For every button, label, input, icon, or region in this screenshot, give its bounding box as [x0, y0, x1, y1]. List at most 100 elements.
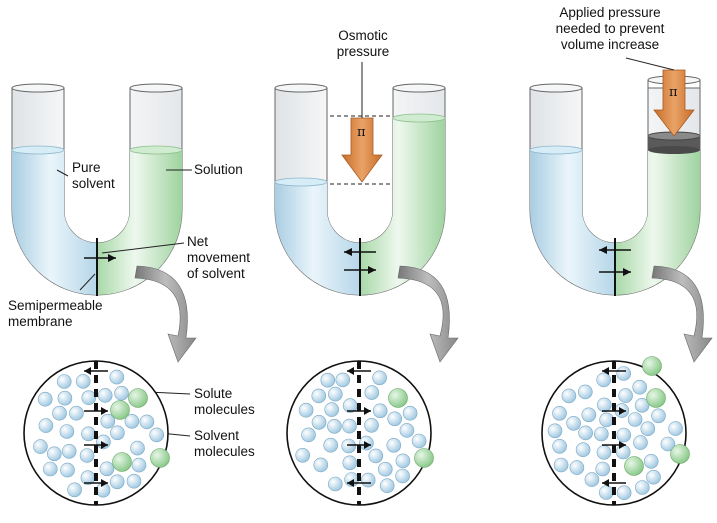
solvent-molecule: [126, 473, 142, 489]
solvent-molecule: [596, 372, 612, 388]
solvent-molecule: [114, 385, 129, 401]
solvent-molecule: [651, 408, 666, 424]
solute-molecule: [670, 444, 690, 464]
solvent-molecule: [646, 469, 661, 485]
solvent-molecule: [584, 472, 600, 487]
solvent-molecule: [596, 445, 612, 460]
pure-solvent-label: Pure solvent: [72, 160, 115, 191]
solvent-molecule: [598, 485, 614, 500]
solute-molecule: [110, 400, 130, 420]
solvent-molecule: [33, 439, 48, 454]
curved-arrow-icon: [397, 265, 459, 363]
solvent-molecule: [124, 413, 140, 429]
solvent-molecule: [324, 402, 340, 417]
solvent-molecule: [52, 405, 67, 421]
solvent-molecule: [616, 427, 632, 443]
solvent-molecule: [596, 397, 612, 413]
solvent-molecule: [295, 447, 311, 463]
solvent-molecule: [360, 472, 376, 488]
curved-arrow-icon: [651, 265, 713, 363]
solute-molecule: [388, 388, 408, 408]
solvent-molecule: [668, 421, 683, 436]
solute-molecule: [646, 388, 666, 408]
solvent-molecule: [69, 405, 84, 421]
membrane-arrow-icon: [347, 367, 354, 375]
solvent-molecule: [660, 436, 676, 452]
u-tube-1: [11, 83, 183, 296]
solvent-molecule: [313, 457, 329, 473]
solvent-molecule: [46, 446, 62, 462]
solvent-molecule: [368, 448, 384, 464]
solvent-molecule: [327, 418, 342, 434]
solvent-molecule: [581, 407, 597, 423]
solvent-molecules-label: Solvent molecules: [194, 428, 255, 459]
solvent-molecule: [632, 379, 648, 395]
curved-arrow-icon: [134, 265, 197, 363]
solvent-molecule: [386, 437, 402, 453]
osmotic-pressure-label: Osmotic pressure: [336, 28, 390, 59]
solvent-molecule: [298, 402, 314, 418]
solvent-molecule: [395, 468, 410, 484]
membrane-arrow-icon: [108, 254, 116, 262]
applied-pressure-label: Applied pressure needed to prevent volum…: [555, 5, 665, 52]
molecule-view-3: [541, 356, 690, 506]
solvent-molecule: [59, 424, 75, 439]
solvent-molecule: [79, 448, 95, 463]
solvent-molecule: [575, 442, 591, 458]
solvent-molecule: [552, 405, 567, 421]
solvent-molecule: [81, 390, 97, 406]
solvent-molecule: [615, 444, 631, 460]
molecule-view-1: [23, 360, 170, 506]
pi-symbol: π: [669, 85, 678, 100]
solvent-molecule: [67, 482, 82, 498]
solvent-molecule: [342, 418, 357, 434]
solvent-molecule: [387, 411, 403, 427]
semipermeable-membrane-label: Semipermeable membrane: [8, 298, 103, 329]
solvent-molecule: [618, 388, 633, 403]
solvent-molecule: [569, 460, 585, 475]
membrane-arrow-icon: [101, 407, 108, 415]
solution-label: Solution: [194, 162, 243, 177]
solvent-molecule: [311, 388, 327, 404]
solvent-molecule: [341, 438, 357, 454]
solvent-molecule: [640, 421, 656, 437]
solvent-molecule: [599, 412, 614, 428]
membrane-arrow-icon: [101, 479, 108, 487]
membrane-arrow-icon: [619, 441, 626, 449]
solvent-molecule: [109, 369, 125, 385]
solvent-molecule: [75, 374, 91, 389]
u-tube-2: [274, 62, 446, 296]
solvent-molecule: [395, 453, 411, 469]
solvent-molecule: [595, 461, 611, 477]
solvent-molecule: [327, 386, 343, 402]
membrane-arrow-icon: [602, 367, 609, 375]
solvent-molecule: [593, 426, 609, 442]
solvent-molecule: [335, 372, 351, 388]
solvent-molecule: [643, 453, 659, 469]
solvent-molecule: [616, 366, 632, 381]
solvent-molecule: [131, 457, 147, 473]
solvent-molecule: [37, 391, 53, 407]
membrane-arrow-icon: [347, 479, 354, 487]
solvent-molecule: [577, 384, 593, 400]
solvent-molecule: [379, 478, 395, 494]
solvent-molecule: [552, 438, 567, 454]
membrane-arrow-icon: [101, 441, 108, 449]
solvent-molecule: [327, 476, 343, 492]
molecule-view-2: [286, 360, 434, 506]
membrane-arrow-icon: [364, 407, 371, 415]
solution-liquid: [97, 150, 182, 295]
solvent-molecule: [109, 474, 125, 490]
solvent-molecule: [633, 435, 648, 450]
solvent-molecule: [627, 412, 643, 427]
piston: [647, 131, 701, 154]
pressure-arrow-icon: [653, 69, 695, 137]
solvent-molecule: [99, 461, 115, 477]
solvent-molecule: [372, 403, 388, 419]
solvent-molecule: [616, 485, 632, 501]
solvent-molecule: [97, 388, 113, 403]
solvent-molecule: [38, 418, 54, 433]
solute-molecule: [624, 456, 644, 476]
pure-solvent-liquid: [12, 150, 97, 295]
solvent-molecule: [139, 414, 155, 430]
